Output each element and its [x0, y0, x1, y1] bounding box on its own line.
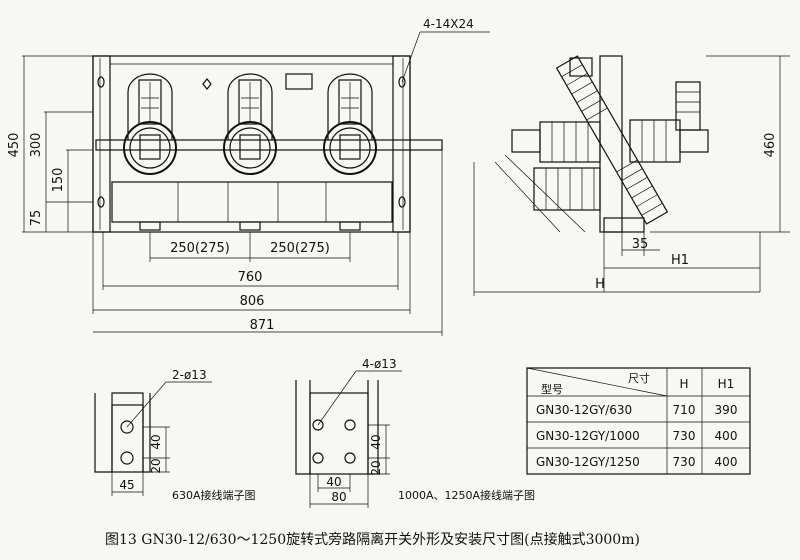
- table-row-model: GN30-12GY/630: [536, 403, 632, 417]
- dim-35: 35: [632, 237, 649, 252]
- callout-leader-1250: [317, 370, 357, 426]
- table-row-model: GN30-12GY/1000: [536, 429, 640, 443]
- terminal-630a: 2-ø13 40 20 45 630A接线端子图: [94, 368, 256, 502]
- dim-300: 300: [29, 133, 44, 158]
- direction-mark: [202, 78, 212, 90]
- dim-450: 450: [7, 133, 22, 158]
- terminal-630-width: 45: [119, 478, 134, 492]
- terminal-630-dim-b: 20: [149, 458, 163, 473]
- table-row-model: GN30-12GY/1250: [536, 455, 640, 469]
- terminal-1250-dim-b: 20: [369, 460, 383, 475]
- dim-spacing-b: 250(275): [270, 241, 330, 256]
- table-row-h1: 400: [715, 429, 738, 443]
- table-header-size: 尺寸: [628, 371, 650, 385]
- terminal-right: [679, 129, 709, 153]
- table-row-h: 710: [673, 403, 696, 417]
- pole-2: [223, 73, 277, 175]
- terminal-630-caption: 630A接线端子图: [172, 488, 256, 502]
- rotating-insulator: [555, 55, 669, 225]
- callout-1250: 4-ø13: [362, 357, 397, 371]
- mount-hole-bl: [97, 196, 105, 208]
- hole-callout: 4-14X24: [423, 17, 474, 31]
- base-plate: [603, 217, 645, 233]
- table-row-h1: 400: [715, 455, 738, 469]
- dim-75: 75: [29, 210, 44, 227]
- horizontal-dimensions: 250(275) 250(275) 760 806 871: [92, 150, 443, 336]
- table-row-h: 730: [673, 455, 696, 469]
- dim-806: 806: [240, 294, 265, 309]
- upper-contact: [569, 57, 593, 77]
- terminal-1250a: 4-ø13 40 20 40 80 1000A、1250A接线端子图: [295, 357, 535, 508]
- nameplate: [285, 73, 313, 90]
- mount-hole-br: [398, 196, 406, 208]
- side-channel: [599, 55, 623, 233]
- table-header-h: H: [679, 377, 688, 391]
- callout-leader-630: [126, 381, 167, 428]
- terminal-1250-inner-width: 40: [326, 475, 341, 489]
- dim-460: 460: [763, 133, 778, 158]
- mount-hole-tl: [97, 76, 105, 88]
- table-header-model: 型号: [541, 382, 563, 396]
- insulator-top-right: [675, 81, 701, 131]
- dim-150: 150: [51, 168, 66, 193]
- figure-caption: 图13 GN30-12/630～1250旋转式旁路隔离开关外形及安装尺寸图(点接…: [105, 531, 640, 548]
- dim-h: H: [595, 277, 605, 292]
- dimension-table: 尺寸 型号 H H1 GN30-12GY/630 710 390 GN30-12…: [526, 367, 751, 475]
- drive-shaft: [95, 139, 443, 151]
- vertical-dimensions: 450 300 150 75: [7, 55, 93, 233]
- side-view: 460 35 H1 H: [473, 55, 790, 296]
- table-row-h: 730: [673, 429, 696, 443]
- table-header-h1: H1: [718, 377, 735, 391]
- terminal-630-dim-a: 40: [149, 434, 163, 449]
- front-view: 450 300 150 75 4-14X24 250(275) 250(275)…: [7, 17, 490, 336]
- insulator-lower: [533, 167, 601, 211]
- pole-1: [123, 73, 177, 175]
- right-channel: [392, 55, 411, 233]
- callout-630: 2-ø13: [172, 368, 207, 382]
- mount-hole-tr: [398, 76, 406, 88]
- dim-spacing-a: 250(275): [170, 241, 230, 256]
- insulator-right: [629, 119, 681, 163]
- pole-3: [323, 73, 377, 175]
- dim-h1: H1: [671, 253, 689, 268]
- left-channel: [92, 55, 111, 233]
- dim-760: 760: [238, 270, 263, 285]
- terminal-1250-width: 80: [331, 490, 346, 504]
- dim-871: 871: [250, 318, 275, 333]
- terminal-1250-caption: 1000A、1250A接线端子图: [398, 488, 535, 502]
- table-row-h1: 390: [715, 403, 738, 417]
- base-box: [111, 181, 393, 223]
- terminal-1250-dim-a: 40: [369, 434, 383, 449]
- hole-leader: [401, 31, 421, 83]
- terminal-left: [511, 129, 541, 153]
